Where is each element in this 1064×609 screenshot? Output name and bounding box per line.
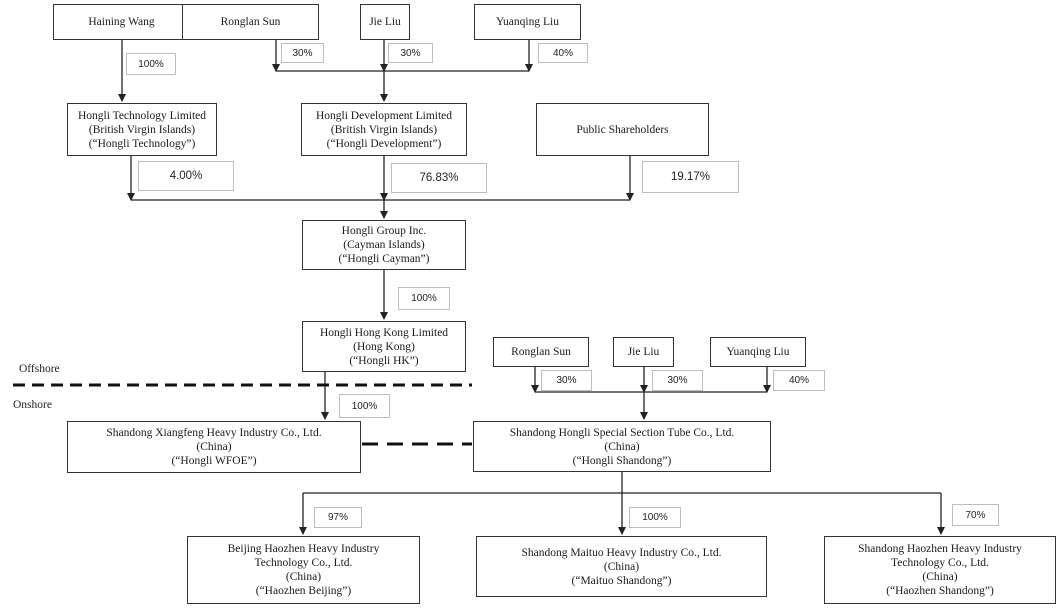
onshore-label: Onshore [13, 399, 52, 411]
person-ronglan-sun-mid: Ronglan Sun [493, 337, 589, 367]
person-jie-liu-top: Jie Liu [360, 4, 410, 40]
entity-short-name: (“Maituo Shandong”) [571, 574, 672, 587]
entity-haozhen-beijing: Beijing Haozhen Heavy Industry Technolog… [187, 536, 420, 604]
entity-name: Shandong Hongli Special Section Tube Co.… [509, 426, 735, 439]
entity-hongli-cayman: Hongli Group Inc. (Cayman Islands) (“Hon… [302, 220, 466, 270]
pct-yuanqing-mid: 40% [773, 370, 825, 391]
entity-maituo-shandong: Shandong Maituo Heavy Industry Co., Ltd.… [476, 536, 767, 597]
entity-hongli-hk: Hongli Hong Kong Limited (Hong Kong) (“H… [302, 321, 466, 372]
pct-haining-to-tech: 100% [126, 53, 176, 75]
person-name: Yuanqing Liu [496, 16, 559, 28]
entity-jurisdiction: (British Virgin Islands) [330, 123, 438, 136]
entity-jurisdiction: (Hong Kong) [353, 340, 415, 353]
person-yuanqing-liu-mid: Yuanqing Liu [710, 337, 806, 367]
pct-ronglan-mid: 30% [541, 370, 592, 391]
entity-name: Public Shareholders [576, 123, 669, 136]
entity-jurisdiction: (China) [196, 441, 232, 453]
entity-jurisdiction: (China) [285, 571, 322, 583]
person-name: Haining Wang [88, 16, 155, 28]
entity-short-name: (“Haozhen Shandong”) [886, 585, 994, 597]
entity-name: Hongli Group Inc. [341, 225, 427, 237]
entity-name: Hongli Hong Kong Limited [319, 326, 449, 339]
entity-jurisdiction: (Cayman Islands) [343, 239, 425, 251]
person-ronglan-sun-top: Ronglan Sun [182, 4, 319, 40]
pct-jie-top: 30% [388, 43, 433, 63]
entity-jurisdiction: (China) [922, 571, 958, 583]
entity-haozhen-shandong: Shandong Haozhen Heavy Industry Technolo… [824, 536, 1056, 604]
person-name: Ronglan Sun [511, 346, 571, 358]
pct-ronglan-top: 30% [281, 43, 324, 63]
person-yuanqing-liu-top: Yuanqing Liu [474, 4, 581, 40]
entity-short-name: (“Hongli Development”) [326, 137, 442, 150]
person-name: Ronglan Sun [220, 16, 281, 28]
offshore-label: Offshore [19, 363, 60, 375]
entity-short-name: (“Hongli Shandong”) [572, 454, 672, 467]
person-name: Jie Liu [627, 346, 660, 358]
entity-name: Shandong Maituo Heavy Industry Co., Ltd. [521, 546, 722, 559]
entity-hongli-development: Hongli Development Limited (British Virg… [301, 103, 467, 156]
entity-jurisdiction: (British Virgin Islands) [88, 123, 196, 136]
person-name: Yuanqing Liu [726, 346, 790, 358]
pct-cayman-to-hk: 100% [398, 287, 450, 310]
entity-name: Beijing Haozhen Heavy Industry [227, 543, 380, 555]
entity-public-shareholders: Public Shareholders [536, 103, 709, 156]
entity-name: Shandong Xiangfeng Heavy Industry Co., L… [106, 427, 322, 439]
entity-short-name: (“Haozhen Beijing”) [255, 585, 352, 597]
entity-name: Hongli Technology Limited [77, 109, 207, 122]
entity-hongli-wfoe: Shandong Xiangfeng Heavy Industry Co., L… [67, 421, 361, 473]
entity-short-name: (“Hongli Cayman”) [338, 253, 430, 265]
person-name: Jie Liu [369, 16, 401, 28]
person-jie-liu-mid: Jie Liu [613, 337, 674, 367]
entity-hongli-technology: Hongli Technology Limited (British Virgi… [67, 103, 217, 156]
entity-jurisdiction: (China) [604, 440, 640, 453]
entity-short-name: (“Hongli WFOE”) [171, 455, 257, 467]
entity-name-cont: Technology Co., Ltd. [891, 557, 989, 569]
entity-short-name: (“Hongli HK”) [349, 354, 419, 367]
entity-name-cont: Technology Co., Ltd. [254, 557, 353, 569]
entity-name: Shandong Haozhen Heavy Industry [858, 543, 1022, 555]
person-haining-wang: Haining Wang [53, 4, 190, 40]
pct-to-beijing: 97% [314, 507, 362, 528]
pct-tech-to-cayman: 4.00% [138, 161, 234, 191]
pct-to-maituo: 100% [629, 507, 681, 528]
pct-yuanqing-top: 40% [538, 43, 588, 63]
entity-jurisdiction: (China) [603, 560, 640, 573]
pct-to-haozhen-shandong: 70% [952, 504, 999, 526]
pct-public-to-cayman: 19.17% [642, 161, 739, 193]
pct-jie-mid: 30% [652, 370, 703, 391]
pct-hk-to-wfoe: 100% [339, 394, 390, 418]
entity-name: Hongli Development Limited [315, 109, 453, 122]
entity-hongli-shandong: Shandong Hongli Special Section Tube Co.… [473, 421, 771, 472]
entity-short-name: (“Hongli Technology”) [88, 137, 196, 150]
pct-dev-to-cayman: 76.83% [391, 163, 487, 193]
